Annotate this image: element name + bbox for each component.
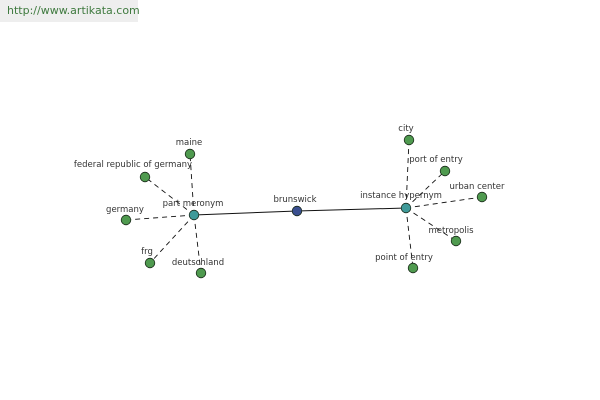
node-federal-republic-of-germany[interactable] — [139, 171, 151, 183]
node-instance-hypernym[interactable] — [400, 202, 412, 214]
node-maine[interactable] — [184, 148, 196, 160]
edge-instance-hypernym-port-of-entry — [405, 170, 446, 209]
edge-instance-hypernym-urban-center — [405, 196, 483, 209]
label-deutschland[interactable]: deutschland — [172, 258, 224, 268]
label-brunswick[interactable]: brunswick — [273, 195, 316, 205]
edge-brunswick-instance-hypernym — [296, 207, 407, 212]
edge-part-meronym-federal-republic-of-germany — [144, 176, 195, 216]
label-germany[interactable]: germany — [106, 205, 144, 215]
site-url-link[interactable]: http://www.artikata.com — [7, 4, 140, 17]
graph-edges — [125, 139, 483, 274]
node-frg[interactable] — [144, 257, 156, 269]
node-germany[interactable] — [120, 214, 132, 226]
edge-instance-hypernym-city — [405, 139, 410, 209]
label-maine[interactable]: maine — [176, 138, 202, 148]
node-urban-center[interactable] — [476, 191, 488, 203]
node-city[interactable] — [403, 134, 415, 146]
node-deutschland[interactable] — [195, 267, 207, 279]
edge-part-meronym-germany — [125, 214, 195, 221]
label-part-meronym[interactable]: part meronym — [163, 199, 224, 209]
label-urban-center[interactable]: urban center — [450, 182, 505, 192]
node-port-of-entry[interactable] — [439, 165, 451, 177]
label-port-of-entry[interactable]: port of entry — [409, 155, 463, 165]
edge-brunswick-part-meronym — [193, 210, 298, 216]
label-point-of-entry[interactable]: point of entry — [375, 253, 433, 263]
label-city[interactable]: city — [398, 124, 413, 134]
label-federal-republic-of-germany[interactable]: federal republic of germany — [74, 160, 192, 170]
label-metropolis[interactable]: metropolis — [428, 226, 474, 236]
label-instance-hypernym[interactable]: instance hypernym — [360, 191, 442, 201]
node-part-meronym[interactable] — [188, 209, 200, 221]
url-banner: http://www.artikata.com — [0, 0, 140, 22]
graph-nodes — [120, 134, 488, 279]
graph-labels: brunswick part meronym maine federal republ… — [74, 124, 505, 268]
label-frg[interactable]: frg — [141, 247, 153, 257]
edge-instance-hypernym-point-of-entry — [405, 207, 414, 269]
edge-part-meronym-frg — [149, 214, 195, 264]
edge-part-meronym-deutschland — [193, 214, 202, 274]
node-brunswick[interactable] — [291, 205, 303, 217]
edge-part-meronym-maine — [189, 153, 195, 216]
node-metropolis[interactable] — [450, 235, 462, 247]
edge-instance-hypernym-metropolis — [405, 207, 457, 242]
node-point-of-entry[interactable] — [407, 262, 419, 274]
